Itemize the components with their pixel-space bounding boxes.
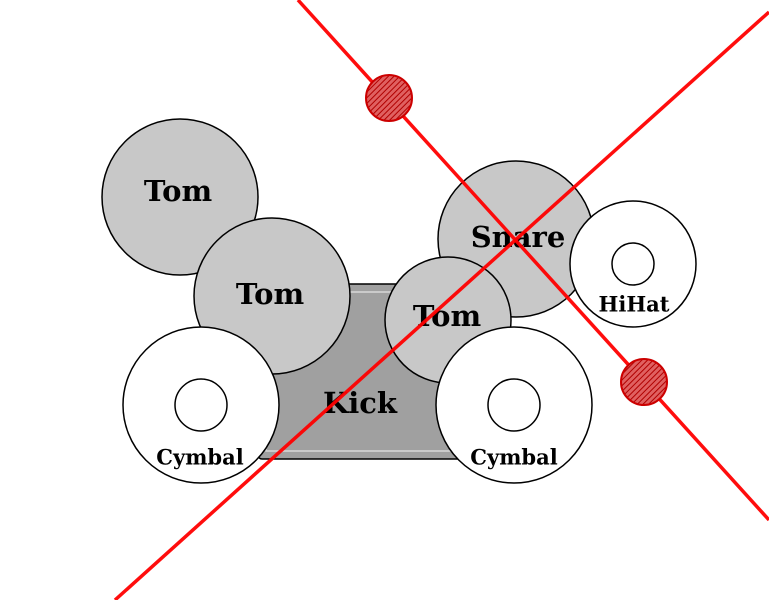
tom-upper-left[interactable]: Tom — [101, 118, 259, 276]
crosshair-line-ascending[interactable] — [113, 10, 769, 600]
cymbal-right[interactable]: Cymbal — [435, 326, 593, 484]
tom-right-label: Tom — [413, 299, 482, 333]
tom-middle-label: Tom — [236, 277, 305, 311]
tom-upper-left-label: Tom — [144, 174, 213, 208]
cymbal-left[interactable]: Cymbal — [122, 326, 280, 484]
line-handle-upper[interactable] — [365, 74, 413, 122]
line-handle-lower[interactable] — [620, 358, 668, 406]
cymbal-right-label: Cymbal — [470, 445, 557, 470]
hihat-label: HiHat — [599, 292, 670, 317]
cymbal-left-label: Cymbal — [156, 445, 243, 470]
hihat[interactable]: HiHat — [569, 200, 697, 328]
